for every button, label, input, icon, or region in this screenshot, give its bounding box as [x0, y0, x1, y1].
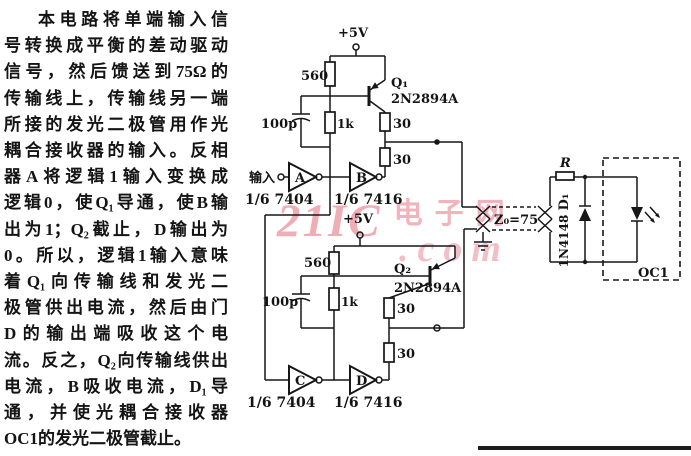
diode-d1 — [579, 208, 591, 221]
d1-label: D₁ — [557, 194, 572, 211]
junction-terminal — [433, 324, 441, 332]
oc1-label: OC1 — [638, 266, 669, 281]
junction-dot — [434, 139, 440, 145]
description-line: 逻辑0，使Q₁导通，使B输 — [4, 193, 228, 213]
ground-symbol — [474, 241, 492, 251]
description-line: 器A将逻辑1输入变换成 — [4, 167, 228, 187]
resistor-30-q2-upper-label: 30 — [397, 302, 415, 317]
resistor-560-bottom — [328, 251, 340, 275]
description-line: 信号，然后馈送到75Ω的 — [4, 62, 228, 82]
description-line: 着Q₁向传输线和发光二 — [4, 272, 228, 292]
transmission-line: Z₀=75 — [474, 205, 553, 251]
resistor-1k-bottom — [328, 287, 340, 311]
description-line: 电流，B吸收电流，D₁导 — [4, 376, 228, 396]
wire-bottom-receiver — [549, 232, 637, 263]
vcc-top-label: +5V — [338, 26, 369, 41]
description-line: 出为1；Q₂截止，D输出为 — [4, 219, 228, 239]
led-arrowhead — [655, 213, 660, 218]
resistor-1k-top — [324, 111, 336, 134]
wire-node-feedback — [264, 133, 331, 380]
wire-lower-conductor — [389, 228, 477, 329]
wire — [382, 166, 386, 178]
optocoupler-led — [631, 207, 643, 220]
resistor-30-q2-lower — [383, 342, 395, 363]
wire — [300, 96, 330, 148]
description-line: 耦合接收器的输入。反相 — [4, 141, 228, 161]
wire — [549, 176, 556, 206]
resistor-560-top — [324, 61, 336, 87]
twisted-pair-symbol-right — [537, 205, 553, 233]
vcc-top-terminal — [352, 43, 360, 51]
ic-label-7404-bottom: 1/6 7404 — [247, 395, 316, 411]
ic-label-7404-top: 1/6 7404 — [245, 192, 314, 208]
description-line: 流。反之，Q₂向传输线供出 — [4, 350, 228, 370]
transistor-q1-emitter — [369, 56, 386, 91]
ic-label-7416-top: 1/6 7416 — [334, 192, 402, 208]
q1-label: Q₁ — [391, 76, 408, 91]
capacitor-100p-top-label: 100p — [261, 117, 297, 132]
description-line: 所接的发光二极管用作光 — [4, 114, 228, 134]
capacitor-100p-top-plate2 — [291, 117, 311, 122]
capacitor-100p-bottom-plate2 — [291, 297, 311, 302]
led-arrowhead — [650, 218, 655, 223]
resistor-30-q1-upper-label: 30 — [393, 117, 411, 132]
bottom-driver-stage: +5V 560 100p 1k Q₂ 2N2894A 30 30 C — [247, 212, 477, 411]
description-line: 号转换成平衡的差动驱动 — [4, 36, 228, 56]
description-line: 0。所以，逻辑1输入意味 — [4, 245, 228, 265]
description-line: 通，并使光耦合接收器 — [4, 403, 228, 423]
transistor-q1-pnp-arrow — [371, 82, 379, 89]
transistor-q1-collector — [369, 100, 386, 113]
resistor-30-q1-upper — [379, 112, 391, 132]
vcc-bottom-label: +5V — [343, 212, 374, 227]
top-driver-stage: +5V 560 100p 1k Q₁ 2N2894A 30 30 输入 A — [245, 26, 477, 380]
q1-part-label: 2N2894A — [391, 92, 459, 107]
vcc-bottom-terminal — [356, 231, 364, 239]
input-label: 输入 — [249, 170, 275, 186]
resistor-30-q1-lower-label: 30 — [393, 153, 411, 168]
resistor-30-q2-upper — [383, 297, 395, 319]
description-line: 传输线上，传输线另一端 — [4, 88, 228, 108]
receiver-side: R D₁ 1N4148 OC1 — [549, 156, 681, 281]
circuit-description: 本电路将单端输入信 号转换成平衡的差动驱动 信号，然后馈送到75Ω的 传输线上，… — [4, 7, 228, 452]
transistor-q2-pnp-arrow — [432, 262, 440, 270]
inverter-d-label: D — [356, 374, 367, 389]
description-line: D的输出端吸收这个电 — [4, 324, 228, 344]
resistor-30-q2-lower-label: 30 — [397, 347, 415, 362]
resistor-r-label: R — [559, 156, 571, 171]
transistor-q2-collector — [388, 282, 432, 299]
twisted-pair-symbol-left — [475, 205, 491, 233]
input-terminal — [277, 173, 285, 181]
inverter-a-label: A — [294, 171, 306, 186]
d1-part-label: 1N4148 — [557, 215, 571, 268]
capacitor-100p-bottom-label: 100p — [262, 295, 298, 310]
ic-label-7416-bottom: 1/6 7416 — [334, 395, 402, 411]
z0-label: Z₀=75 — [494, 213, 538, 228]
description-line: 本电路将单端输入信 — [38, 10, 228, 29]
inverter-c — [288, 364, 319, 396]
q2-part-label: 2N2894A — [394, 281, 462, 296]
wire — [382, 362, 390, 381]
resistor-1k-top-label: 1k — [337, 117, 354, 131]
inverter-b-label: B — [356, 171, 367, 186]
resistor-1k-bottom-label: 1k — [341, 295, 358, 309]
wire — [300, 276, 334, 329]
resistor-560-bottom-label: 560 — [304, 256, 331, 271]
junction-dot — [582, 259, 588, 265]
inverter-d — [349, 364, 379, 396]
inverter-a — [288, 161, 319, 193]
description-line: 极管供出电流，然后由门 — [4, 298, 228, 318]
resistor-560-top-label: 560 — [301, 69, 328, 84]
inverter-b — [349, 161, 379, 193]
description-line: OC1的发光二极管截止。 — [4, 429, 191, 449]
scan-artifact-bar — [478, 446, 691, 450]
wire-upper-conductor — [385, 141, 477, 208]
resistor-r — [555, 171, 575, 181]
q2-label: Q₂ — [394, 262, 411, 277]
inverter-c-label: C — [295, 374, 305, 389]
resistor-30-q1-lower — [379, 147, 391, 167]
